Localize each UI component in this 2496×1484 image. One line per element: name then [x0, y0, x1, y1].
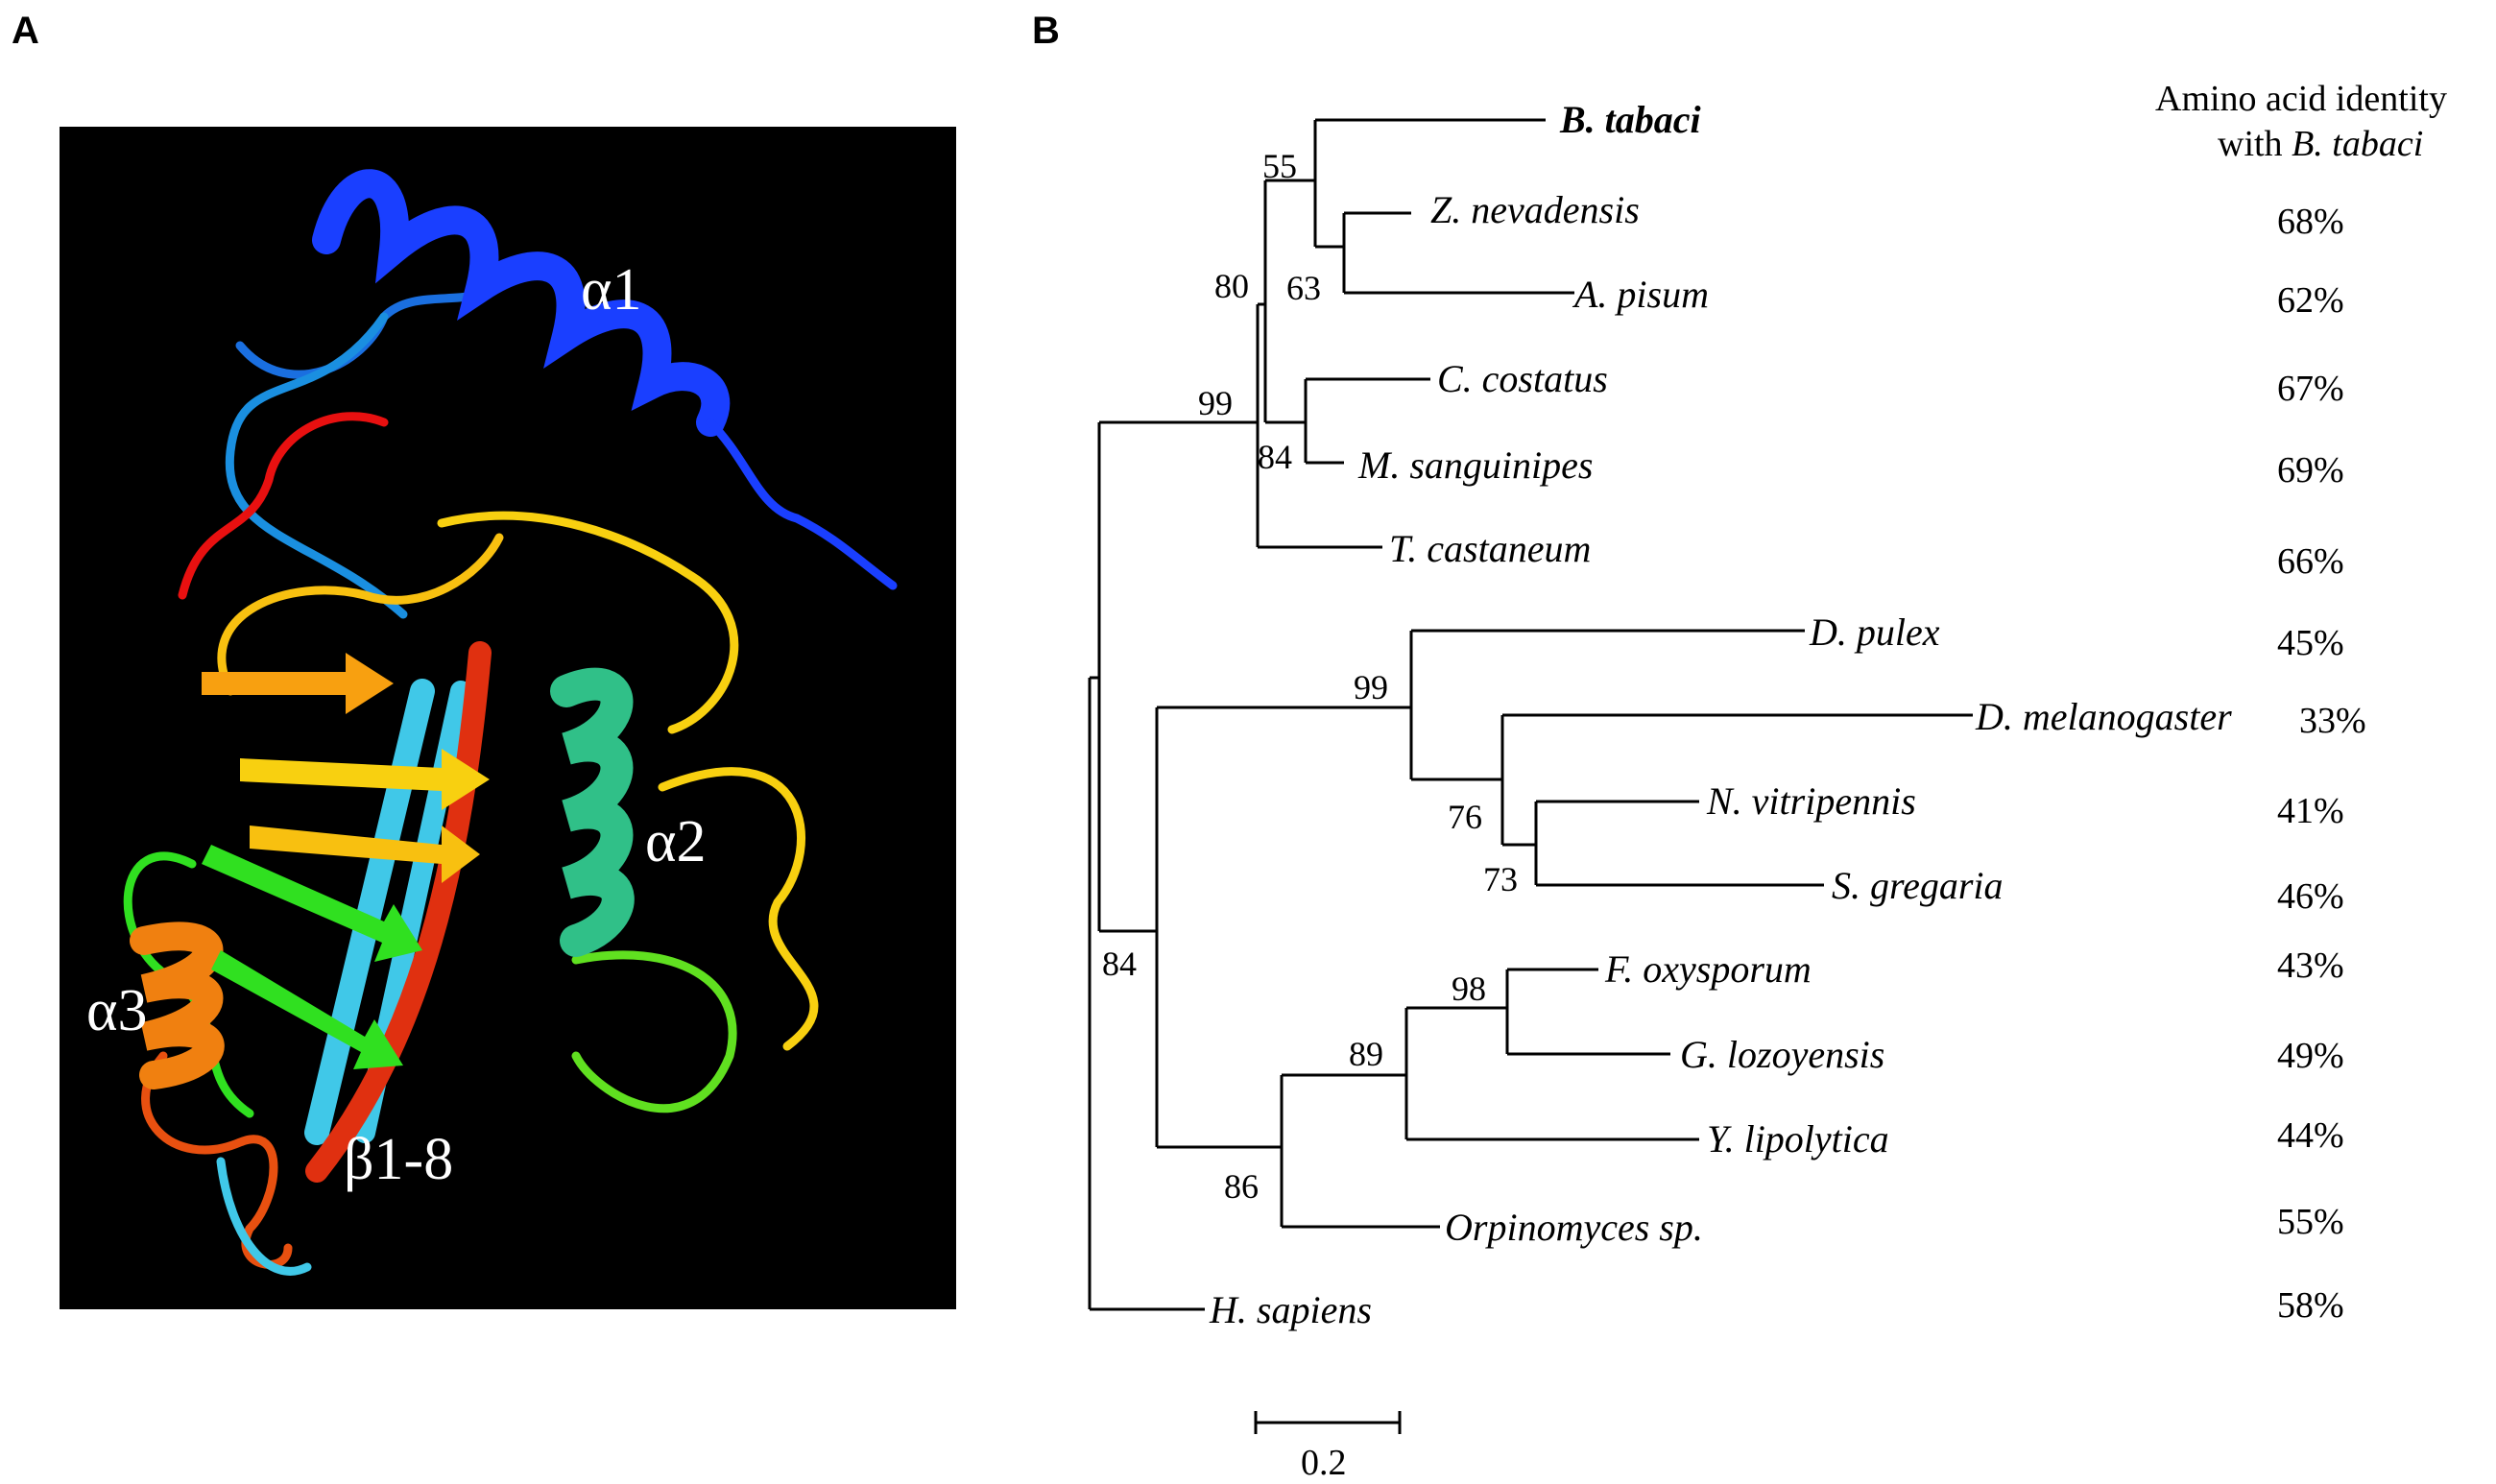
phylogenetic-tree-branches [1088, 118, 1973, 1311]
bootstrap-99-lower: 99 [1354, 668, 1388, 706]
identity-d-pulex: 45% [2277, 623, 2344, 663]
coil-yellow-right [658, 767, 819, 1051]
scale-bar: 0.2 [1254, 1411, 1402, 1483]
label-alpha3: α3 [86, 978, 147, 1043]
coil-orange-bottom [141, 1051, 293, 1269]
taxon-orpinomyces: Orpinomyces sp. [1445, 1206, 1703, 1249]
taxon-c-costatus: C. costatus [1437, 357, 1608, 400]
taxon-h-sapiens: H. sapiens [1209, 1288, 1372, 1331]
identity-h-sapiens: 58% [2277, 1285, 2344, 1326]
identity-f-oxysporum: 43% [2277, 945, 2344, 986]
helix-alpha3 [130, 922, 225, 1089]
label-beta1-8: β1-8 [344, 1127, 453, 1192]
taxon-d-pulex: D. pulex [1809, 610, 1940, 654]
coil-yellow-top [437, 511, 739, 734]
bootstrap-80: 80 [1214, 267, 1249, 305]
bootstrap-values: 55 63 80 84 99 99 76 73 84 98 89 86 [1102, 147, 1518, 1206]
taxon-m-sanguinipes: M. sanguinipes [1357, 443, 1593, 487]
taxon-z-nevadensis: Z. nevadensis [1430, 188, 1640, 231]
taxon-y-lipolytica: Y. lipolytica [1707, 1117, 1889, 1161]
coil-green-bottom [571, 950, 737, 1113]
identity-percentages: 68% 62% 67% 69% 66% 45% 33% 41% 46% 43% … [2277, 202, 2366, 1326]
identity-z-nevadensis: 68% [2277, 202, 2344, 242]
taxon-f-oxysporum: F. oxysporum [1604, 947, 1812, 991]
panel-a-letter: A [12, 10, 39, 52]
identity-n-vitripennis: 41% [2277, 791, 2344, 831]
coil-red-loop [178, 412, 389, 600]
taxon-b-tabaci: B. tabaci [1559, 98, 1701, 141]
protein-structure-image: α1 α2 α3 β1-8 [60, 127, 956, 1309]
coil-cyan-bottom [216, 1157, 312, 1276]
bootstrap-76: 76 [1448, 798, 1482, 836]
coil-blue-loop [225, 312, 408, 619]
bootstrap-84-lower: 84 [1102, 945, 1137, 983]
scale-bar-label: 0.2 [1301, 1443, 1347, 1483]
bootstrap-99-upper: 99 [1198, 384, 1233, 422]
beta-sheet [202, 641, 492, 1183]
identity-s-gregaria: 46% [2277, 876, 2344, 917]
identity-t-castaneum: 66% [2277, 541, 2344, 582]
taxon-g-lozoyensis: G. lozoyensis [1680, 1033, 1884, 1076]
identity-d-melanogaster: 33% [2299, 701, 2366, 741]
identity-header-line1: Amino acid identity [2155, 79, 2447, 119]
bootstrap-63: 63 [1286, 269, 1321, 307]
bootstrap-89: 89 [1349, 1035, 1383, 1073]
taxon-a-pisum: A. pisum [1572, 273, 1709, 316]
identity-c-costatus: 67% [2277, 369, 2344, 409]
identity-header-line2: with B. tabaci [2218, 124, 2423, 164]
identity-y-lipolytica: 44% [2277, 1115, 2344, 1156]
label-alpha2: α2 [645, 809, 706, 874]
identity-m-sanguinipes: 69% [2277, 450, 2344, 491]
bootstrap-98: 98 [1452, 969, 1486, 1008]
taxon-s-gregaria: S. gregaria [1832, 864, 2004, 907]
bootstrap-73: 73 [1483, 860, 1518, 898]
identity-g-lozoyensis: 49% [2277, 1036, 2344, 1076]
taxon-t-castaneum: T. castaneum [1389, 527, 1591, 570]
bootstrap-84-upper: 84 [1258, 438, 1292, 476]
structure-background [60, 127, 956, 1309]
taxon-labels: B. tabaci Z. nevadensis A. pisum C. cost… [1209, 98, 2232, 1331]
identity-orpinomyces: 55% [2277, 1202, 2344, 1242]
taxon-n-vitripennis: N. vitripennis [1706, 779, 1916, 823]
panel-b-letter: B [1032, 10, 1060, 52]
identity-a-pisum: 62% [2277, 280, 2344, 321]
label-alpha1: α1 [581, 257, 641, 323]
bootstrap-55: 55 [1262, 147, 1297, 185]
taxon-d-melanogaster: D. melanogaster [1975, 695, 2232, 738]
helix-alpha2 [550, 667, 635, 957]
bootstrap-86: 86 [1224, 1167, 1259, 1206]
coil-yellow-left [217, 533, 504, 696]
helix-alpha1 [312, 169, 898, 590]
